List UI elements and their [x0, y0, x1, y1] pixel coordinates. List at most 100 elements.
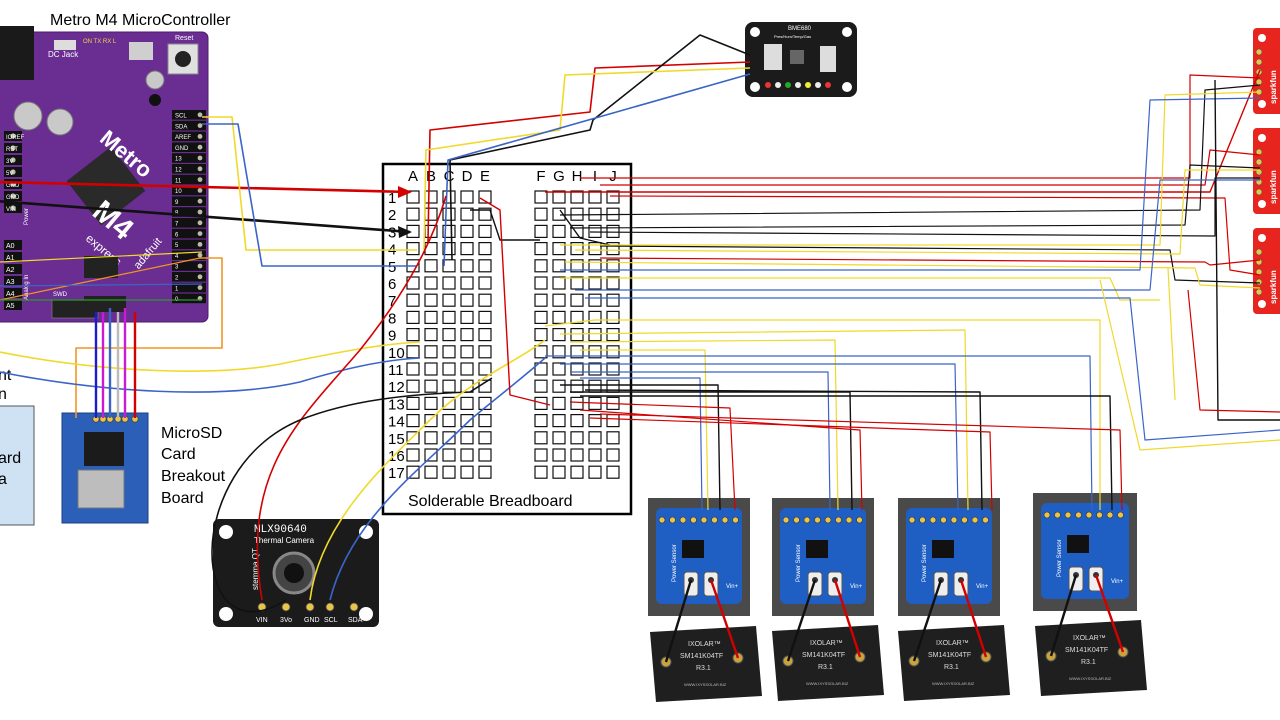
breadboard-hole	[424, 276, 438, 290]
breadboard-hole	[552, 345, 566, 359]
metro-pin-hole	[197, 285, 203, 290]
metro-digital-pin-label: 7	[175, 222, 179, 228]
breadboard-hole	[534, 431, 548, 445]
breadboard-hole	[442, 362, 456, 376]
breadboard-hole	[552, 431, 566, 445]
breadboard-hole	[606, 431, 620, 445]
breadboard-hole	[460, 465, 474, 479]
metro-pin-hole	[197, 166, 203, 172]
breadboard-hole	[588, 431, 602, 445]
breadboard-hole	[588, 414, 602, 428]
metro-pin-hole	[197, 209, 203, 215]
breadboard-hole	[606, 414, 620, 428]
breadboard-hole	[552, 465, 566, 479]
left-cut-text-1: nt	[0, 367, 12, 384]
breadboard-hole	[588, 448, 602, 462]
breadboard-hole	[570, 396, 584, 410]
wire-black-gnd	[0, 199, 411, 234]
metro-pin	[4, 288, 22, 298]
metro-power-pin-label: GND	[6, 195, 20, 201]
solar-model: SM141K04TF	[680, 653, 723, 660]
ina260-vin-plus: Vin+	[1111, 579, 1124, 585]
breadboard-hole	[570, 465, 584, 479]
ina260-pin	[908, 516, 916, 524]
metro-pin	[4, 300, 22, 310]
ina260-pin	[845, 516, 853, 524]
breadboard-hole	[460, 224, 474, 238]
wire-scl-yellow	[202, 116, 417, 251]
thermal-pin-label: 3Vo	[280, 617, 292, 624]
left-cut-text-2: n	[0, 386, 7, 403]
breadboard-hole	[460, 414, 474, 428]
ina260-chip	[682, 540, 704, 558]
breadboard-hole	[478, 259, 492, 273]
breadboard-hole	[460, 242, 474, 256]
ina260-pin	[732, 516, 739, 524]
breadboard-row-13: 13	[388, 396, 405, 413]
ina260-pin	[824, 516, 832, 524]
breadboard-hole	[478, 242, 492, 256]
breadboard-hole	[552, 293, 566, 307]
metro-pin-hole	[197, 155, 203, 161]
breadboard-row-7: 7	[388, 293, 396, 310]
breadboard-hole	[442, 276, 456, 290]
metro-digital-pin-label: 11	[175, 178, 182, 184]
breadboard-col-D: D	[462, 168, 473, 185]
thermal-pin-label: VIN	[256, 617, 268, 624]
thermal-title: MLX90640	[254, 524, 307, 536]
metro-power-pin-label: 3V	[6, 159, 13, 165]
ina260-pin	[1064, 511, 1072, 519]
breadboard-hole	[570, 293, 584, 307]
solar-rev: R3.1	[944, 664, 959, 671]
wire-blue-left	[0, 357, 421, 393]
ina260-pin	[971, 516, 979, 524]
metro-pin	[172, 207, 206, 217]
sparkfun-board: sparkfun	[1253, 228, 1280, 314]
microsd-label-1: MicroSD	[161, 425, 222, 442]
breadboard-row-15: 15	[388, 431, 405, 448]
ina260-pin	[803, 516, 811, 524]
breadboard-hole	[606, 293, 620, 307]
breadboard-hole	[460, 190, 474, 204]
ina260-chip	[806, 540, 828, 558]
ina260-pin	[690, 516, 697, 524]
wire-orange-sd	[75, 257, 223, 418]
thermal-pin	[325, 602, 335, 612]
ina260-pin	[961, 516, 968, 524]
breadboard-hole	[442, 345, 456, 359]
thermal-subtitle: Thermal Camera	[254, 536, 315, 545]
breadboard-hole	[460, 345, 474, 359]
solar-model: SM141K04TF	[802, 652, 845, 659]
metro-pin-hole	[197, 274, 203, 280]
left-cutoff-element: nt n ard a	[0, 367, 35, 526]
ina260-pin	[929, 516, 937, 524]
metro-left-header: IOREFRST3V5VGNDGNDVINA0A1A2A3A4A5PowerAn…	[4, 131, 30, 310]
breadboard-hole	[534, 328, 548, 342]
breadboard-hole	[588, 328, 602, 342]
breadboard-col-C: C	[444, 168, 455, 185]
breadboard-row-5: 5	[388, 259, 396, 276]
breadboard-hole	[460, 276, 474, 290]
breadboard-hole	[424, 362, 438, 376]
breadboard-hole	[460, 259, 474, 273]
breadboard-hole	[406, 310, 420, 324]
breadboard-hole	[552, 276, 566, 290]
breadboard-hole	[570, 259, 584, 273]
metro-pin	[172, 218, 206, 228]
metro-analog-pin-label: A1	[6, 255, 15, 262]
sensor-cell-wires	[912, 579, 988, 662]
left-box-text-1: ard	[0, 450, 21, 467]
leds-label: ON TX RX L	[83, 39, 117, 45]
solar-rev: R3.1	[696, 665, 711, 672]
breadboard-hole	[442, 431, 456, 445]
metro-analog-pin-label: A5	[6, 303, 15, 310]
breadboard-col-I: I	[593, 168, 597, 185]
metro-digital-pin-label: SCL	[175, 114, 187, 120]
metro-pin-hole	[197, 112, 203, 118]
breadboard-hole	[406, 414, 420, 428]
metro-pin	[172, 196, 206, 206]
arrow-red	[398, 186, 412, 198]
